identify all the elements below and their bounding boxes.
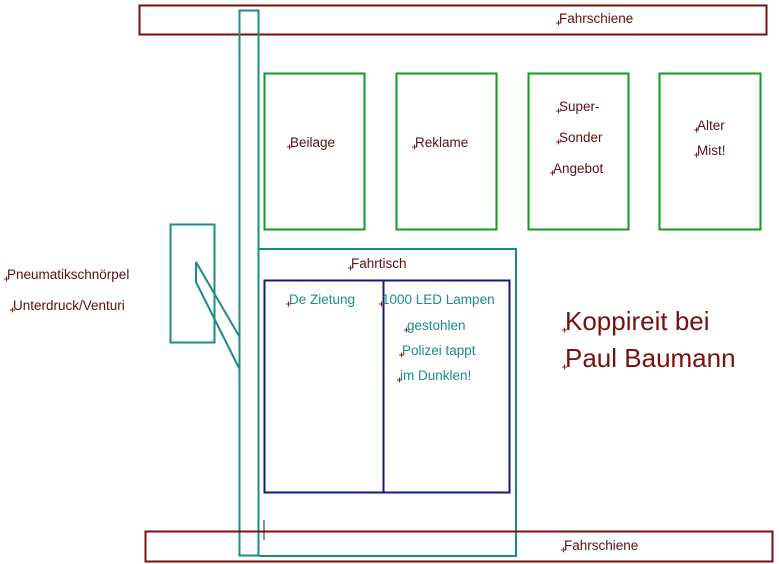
box-angebot: Super- Sonder Angebot: [527, 72, 630, 231]
box-reklame: Reklame: [395, 72, 498, 231]
copyright-line-2: Paul Baumann: [565, 343, 736, 373]
box-beilage-label: Beilage: [290, 135, 335, 150]
anchor-marks: [4, 20, 699, 553]
left-panel-label: De Zietung: [289, 292, 355, 307]
top-rail: Fahrschiene: [138, 4, 768, 36]
box-alter-mist: Alter Mist!: [658, 72, 762, 231]
box-angebot-line-2: Sonder: [559, 130, 603, 145]
right-panel-line-1: 1000 LED Lampen: [382, 292, 495, 307]
bottom-rail: Fahrschiene: [144, 530, 774, 563]
box-alter-mist-line-1: Alter: [697, 118, 725, 133]
fahrtisch: Fahrtisch: [259, 248, 517, 557]
box-beilage: Beilage: [263, 72, 366, 231]
top-rail-label: Fahrschiene: [559, 11, 633, 26]
box-angebot-line-3: Angebot: [553, 161, 604, 176]
copyright-line-1: Koppireit bei: [565, 306, 710, 336]
box-alter-mist-line-2: Mist!: [697, 143, 726, 158]
right-panel-line-2: gestohlen: [407, 318, 466, 333]
bottom-rail-label: Fahrschiene: [564, 538, 638, 553]
fahrtisch-label: Fahrtisch: [351, 256, 407, 271]
newspaper-panels: De Zietung 1000 LED Lampen gestohlen Pol…: [263, 279, 511, 494]
pneumatic-label-1: Pneumatikschnörpel: [7, 267, 129, 282]
vertical-post: [238, 9, 260, 557]
box-angebot-line-1: Super-: [559, 99, 600, 114]
pneumatic-label-2: Unterdruck/Venturi: [13, 298, 125, 313]
box-reklame-label: Reklame: [415, 135, 468, 150]
right-panel-line-4: im Dunklen!: [400, 368, 471, 383]
pneumatic-unit: [169, 223, 240, 369]
right-panel-line-3: Polizei tappt: [402, 343, 476, 358]
